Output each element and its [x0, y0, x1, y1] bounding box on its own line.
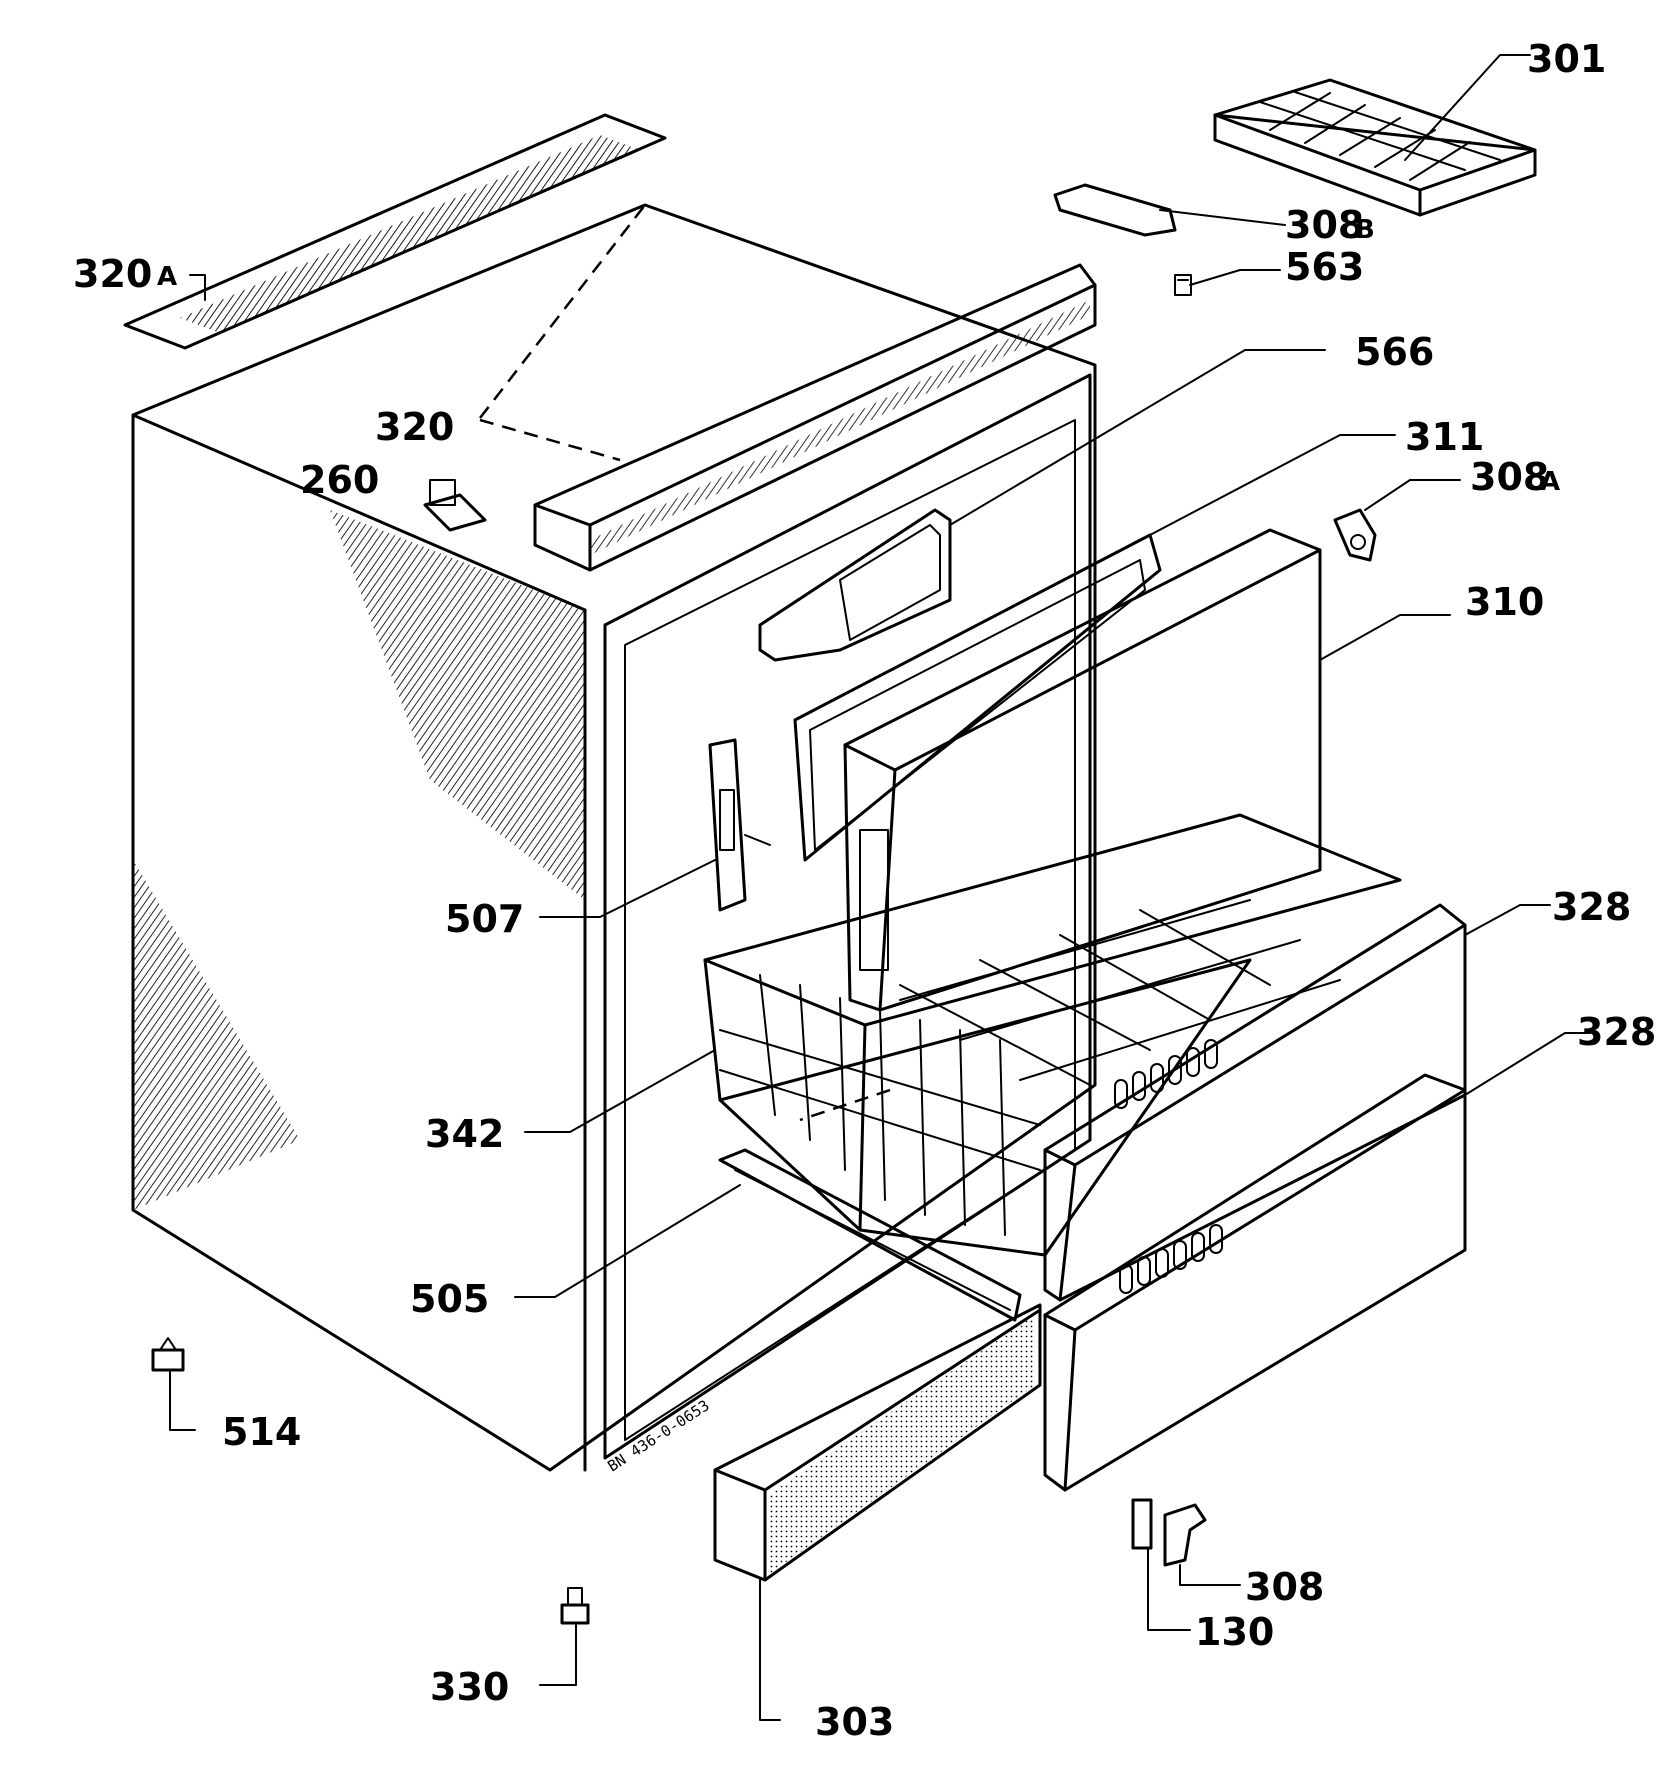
callout-311: 311 — [1405, 415, 1484, 459]
drawer-front-328-upper — [1043, 903, 1467, 1302]
rail-505 — [718, 1148, 1022, 1322]
callout-505: 505 — [410, 1277, 489, 1321]
callout-320a-suffix: A — [157, 262, 177, 292]
wire-basket-342 — [703, 813, 1402, 1257]
callout-342: 342 — [425, 1112, 504, 1156]
callout-303: 303 — [815, 1700, 894, 1744]
leader-lines — [169, 54, 1591, 1721]
callout-328-lower: 328 — [1577, 1010, 1656, 1054]
callout-563: 563 — [1285, 245, 1364, 289]
top-vent-box-320 — [533, 263, 1097, 572]
callout-566: 566 — [1355, 330, 1434, 374]
top-outline-dashed-2 — [479, 204, 646, 419]
callout-308a: 308 — [1470, 455, 1549, 499]
ice-tray-301 — [1213, 78, 1537, 217]
callout-320a: 320 — [73, 252, 152, 296]
vent-strip-320a — [123, 113, 667, 350]
callout-308b: 308 — [1285, 203, 1364, 247]
callout-130: 130 — [1195, 1610, 1274, 1654]
callout-308a-suffix: A — [1540, 467, 1560, 497]
callout-320: 320 — [375, 405, 454, 449]
kick-plate-303 — [713, 1303, 1042, 1582]
callout-330: 330 — [430, 1665, 509, 1709]
plate-308b — [1053, 183, 1177, 237]
hinge-308 — [1163, 1503, 1207, 1567]
foot-330 — [560, 1587, 590, 1625]
callout-328-upper: 328 — [1552, 885, 1631, 929]
catch-507 — [708, 738, 771, 912]
callout-308b-suffix: B — [1355, 215, 1375, 245]
callout-260: 260 — [300, 458, 379, 502]
callout-labels: 301 308 B 563 566 311 308 A 310 328 328 … — [73, 37, 1656, 1744]
callout-310: 310 — [1465, 580, 1544, 624]
handle-566 — [758, 508, 952, 662]
callout-514: 514 — [222, 1410, 301, 1454]
hinge-308a — [1333, 508, 1377, 562]
drawer-front-328-lower — [1043, 1073, 1467, 1492]
screw-563 — [1174, 274, 1192, 296]
callout-301: 301 — [1527, 37, 1606, 81]
gasket-frame-311 — [793, 533, 1162, 862]
bracket-260 — [423, 479, 487, 532]
door-310 — [843, 528, 1322, 1012]
callout-507: 507 — [445, 897, 524, 941]
callout-308: 308 — [1245, 1565, 1324, 1609]
hinge-plate-130 — [1131, 1498, 1153, 1550]
foot-514 — [151, 1337, 185, 1372]
drawing-code: BN 436-0-0653 — [604, 1396, 712, 1475]
